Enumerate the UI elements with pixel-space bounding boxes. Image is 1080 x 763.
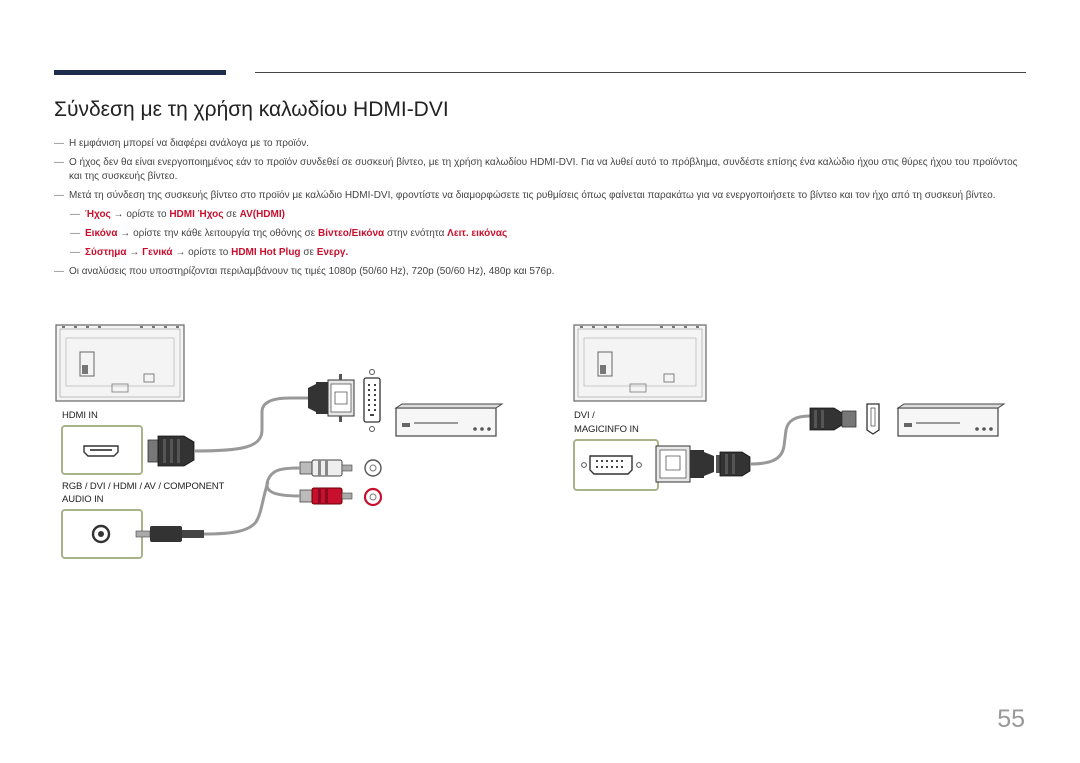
label-dvi: DVI / (574, 410, 595, 421)
stereo-plug-icon (135, 526, 204, 542)
notes-list: ―Η εμφάνιση μπορεί να διαφέρει ανάλογα μ… (54, 137, 1026, 284)
hdmi-port-icon (83, 445, 119, 457)
dvi-plug-icon (308, 374, 355, 422)
monitor-back-right (573, 324, 707, 402)
hdmi-plug-icon (809, 407, 857, 431)
header-accent-bar (54, 70, 226, 75)
subnote-system: ―Σύστημα → Γενικά → ορίστε το HDMI Hot P… (70, 247, 349, 258)
note-item: ―Η εμφάνιση μπορεί να διαφέρει ανάλογα μ… (54, 138, 310, 149)
header-rule (255, 72, 1026, 73)
rca-white-plug-icon (299, 459, 353, 477)
note-item: ―Μετά τη σύνδεση της συσκευής βίντεο στο… (54, 190, 996, 201)
label-audio-in: AUDIO IN (62, 494, 104, 505)
label-magicinfo-in: MAGICINFO IN (574, 424, 639, 435)
page-title: Σύνδεση με τη χρήση καλωδίου HDMI-DVI (54, 98, 449, 121)
rca-white-jack-icon (364, 459, 382, 477)
label-rgb-dvi-hdmi: RGB / DVI / HDMI / AV / COMPONENT (62, 481, 225, 492)
rca-red-jack-icon (363, 487, 383, 507)
dvi-plug-icon (655, 445, 714, 483)
dvi-port-icon (581, 455, 642, 475)
note-item: ―Ο ήχος δεν θα είναι ενεργοποιημένος εάν… (54, 157, 1018, 182)
rca-red-plug-icon (299, 487, 353, 505)
hdmi-plug-icon (147, 435, 195, 467)
video-device-icon (394, 403, 504, 437)
audio-jack-icon (91, 524, 111, 544)
video-device-icon (896, 403, 1006, 437)
hdmi-cable (193, 396, 308, 453)
audio-cable (203, 466, 301, 536)
note-item: ―Οι αναλύσεις που υποστηρίζονται περιλαμ… (54, 266, 555, 277)
label-hdmi-in: HDMI IN (62, 410, 98, 421)
hdmi-port-icon (866, 403, 880, 435)
hdmi-plug-icon (716, 451, 751, 477)
monitor-back-left (55, 324, 185, 402)
hdmi-dvi-cable (749, 414, 811, 466)
dvi-port-icon (363, 369, 381, 432)
connection-diagram (55, 324, 1006, 559)
subnote-sound: ―Ήχος → ορίστε το HDMI Ήχος σε AV(HDMI) (70, 209, 285, 220)
subnote-picture: ―Εικόνα → ορίστε την κάθε λειτουργία της… (70, 228, 508, 239)
page-number: 55 (997, 705, 1025, 733)
